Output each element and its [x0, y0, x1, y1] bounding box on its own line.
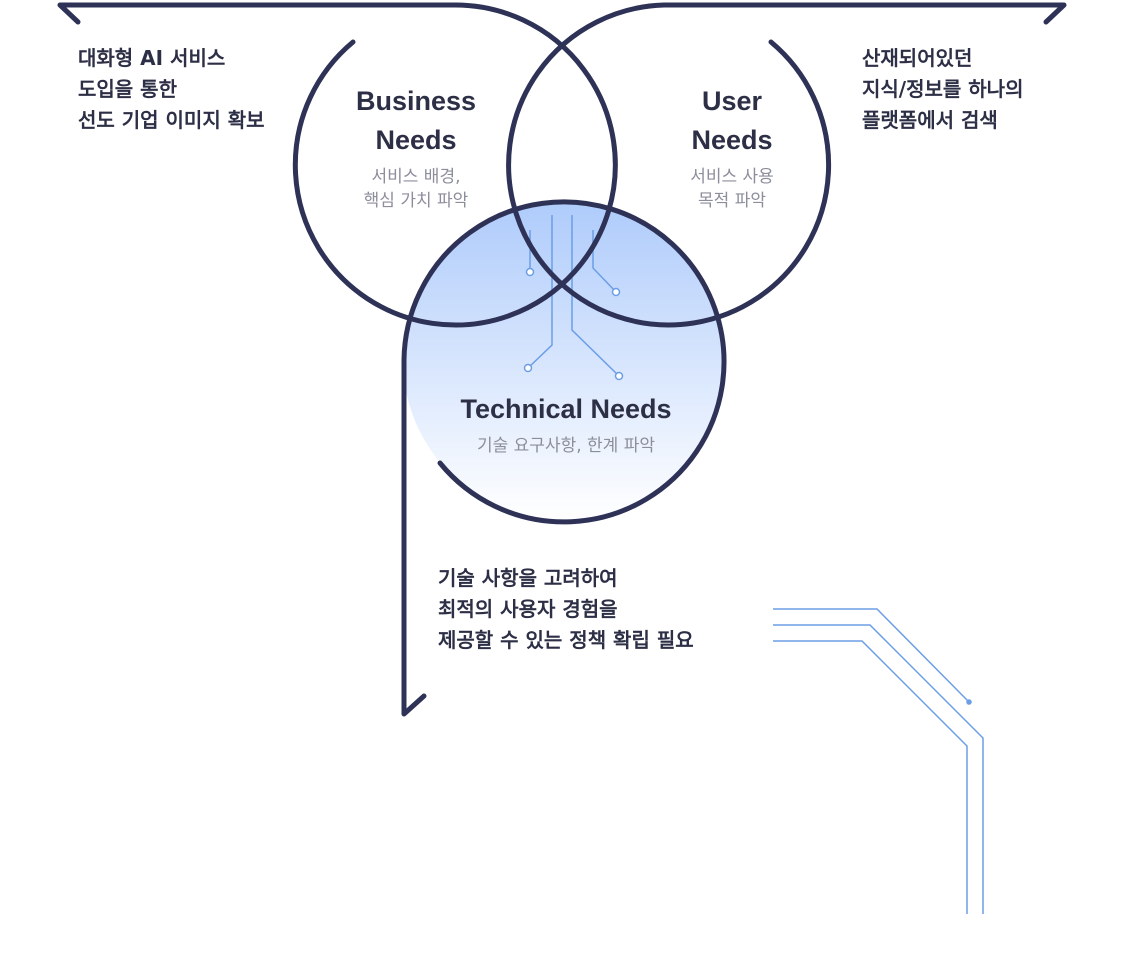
- technical-ring: [401, 199, 727, 717]
- business-title-line: Needs: [375, 125, 457, 155]
- technical-note-line: 제공할 수 있는 정책 확립 필요: [438, 628, 694, 652]
- business-needs-subtitle: 서비스 배경, 핵심 가치 파악: [334, 165, 498, 213]
- technical-note: 기술 사항을 고려하여 최적의 사용자 경험을 제공할 수 있는 정책 확립 필…: [438, 563, 694, 656]
- technical-note-line: 최적의 사용자 경험을: [438, 597, 618, 621]
- business-ring: [57, 2, 618, 328]
- business-note: 대화형 AI 서비스 도입을 통한 선도 기업 이미지 확보: [78, 43, 265, 136]
- user-note-line: 지식/정보를 하나의: [862, 77, 1024, 101]
- user-sub-line: 서비스 사용: [690, 167, 774, 187]
- technical-title-line: Technical Needs: [460, 394, 672, 424]
- technical-note-line: 기술 사항을 고려하여: [438, 566, 618, 590]
- user-note-line: 산재되어있던: [862, 46, 973, 70]
- user-note: 산재되어있던 지식/정보를 하나의 플랫폼에서 검색: [862, 43, 1023, 136]
- user-needs-title: User Needs: [650, 82, 814, 160]
- business-title-line: Business: [355, 86, 477, 116]
- technical-needs-title: Technical Needs: [426, 390, 706, 429]
- user-title-line: Needs: [691, 125, 773, 155]
- user-title-line: User: [701, 86, 763, 116]
- technical-sub-line: 기술 요구사항, 한계 파악: [476, 436, 655, 456]
- circuit-traces-outer: [773, 608, 984, 914]
- business-note-line: 선도 기업 이미지 확보: [78, 108, 265, 132]
- business-sub-line: 서비스 배경,: [371, 167, 461, 187]
- business-note-line: 도입을 통한: [78, 77, 177, 101]
- user-note-line: 플랫폼에서 검색: [862, 108, 998, 132]
- user-needs-subtitle: 서비스 사용 목적 파악: [650, 165, 814, 213]
- business-sub-line: 핵심 가치 파악: [363, 191, 469, 211]
- user-ring: [506, 2, 1067, 328]
- user-sub-line: 목적 파악: [698, 191, 766, 211]
- technical-needs-subtitle: 기술 요구사항, 한계 파악: [426, 434, 706, 458]
- business-needs-title: Business Needs: [334, 82, 498, 160]
- technical-circle-fill: [403, 200, 723, 520]
- business-note-line: 대화형 AI 서비스: [78, 46, 226, 70]
